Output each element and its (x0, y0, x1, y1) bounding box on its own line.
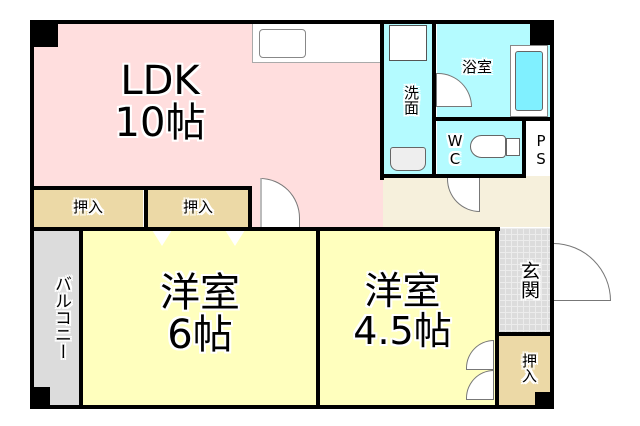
wall-wash-right (432, 20, 436, 178)
wall-bottom (30, 405, 554, 409)
western-6-label: 洋室 6帖 (130, 272, 270, 356)
western-45-size: 4.5帖 (353, 308, 452, 353)
room-western-4-5 (320, 230, 495, 406)
wall-rooms-top (30, 227, 500, 231)
wall-wash-left (380, 20, 384, 180)
washroom-label: 洗面 (402, 85, 420, 115)
corner-column-br (535, 392, 554, 409)
wall-closet-top (30, 186, 252, 190)
closet-1 (33, 188, 143, 228)
wall-rooms-mid (316, 227, 320, 409)
wall-left (30, 20, 34, 409)
closet-1-label: 押入 (72, 198, 103, 216)
western-45-name: 洋室 (364, 269, 441, 313)
western-6-size: 6帖 (167, 312, 233, 358)
wall-balcony-right (79, 227, 83, 409)
western-6-name: 洋室 (160, 270, 240, 316)
bathroom-label: 浴室 (461, 58, 492, 76)
toilet-label: WC (446, 132, 464, 168)
kitchen-sink-icon (259, 29, 306, 58)
wall-wc-bottom (380, 174, 524, 178)
front-door[interactable] (553, 243, 611, 301)
closet-2-label: 押入 (182, 198, 213, 216)
pipe-space (526, 121, 550, 174)
balcony (33, 228, 80, 406)
corner-column-bl (30, 387, 50, 409)
folding-door-icon (152, 230, 172, 246)
entrance (499, 228, 550, 332)
wall-right (550, 20, 554, 409)
bathtub-basin (515, 51, 543, 111)
room-western-6 (83, 230, 316, 406)
entrance-label: 玄関 (518, 261, 540, 299)
wall-bath-bottom (432, 117, 554, 121)
wall-ps-left (522, 117, 526, 178)
wall-closet-mid (144, 186, 148, 230)
wall-top (30, 20, 554, 24)
washing-machine-icon (389, 25, 427, 61)
toilet-bowl-icon (470, 135, 506, 158)
ldk-label: LDK 10帖 (90, 60, 230, 144)
wall-entrance-bottom (495, 332, 554, 336)
ldk-size: 10帖 (114, 100, 206, 146)
wash-basin-icon (390, 147, 426, 171)
ldk-name: LDK (120, 58, 200, 104)
closet-2 (148, 188, 248, 228)
closet-3-label: 押入 (520, 353, 538, 383)
bathroom-corner-column (530, 23, 550, 45)
western-45-label: 洋室 4.5帖 (340, 269, 465, 353)
wall-closet-right (248, 186, 252, 230)
balcony-label: バルコニー (51, 274, 71, 360)
wall-rooms-right (495, 227, 499, 409)
folding-door-icon (225, 230, 245, 246)
toilet-tank-icon (506, 138, 520, 156)
ps-label: PS (532, 132, 550, 168)
corner-column-tl (30, 20, 58, 47)
